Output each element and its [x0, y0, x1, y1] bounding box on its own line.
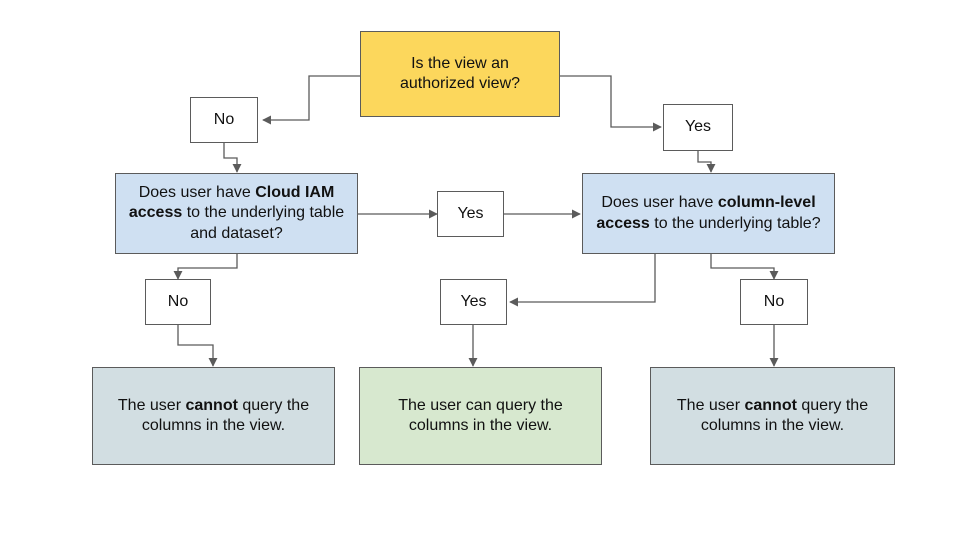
node-yes-authorized-view[interactable]: Yes [663, 104, 733, 151]
node-cloud-iam-access-label: Does user have Cloud IAM access to the u… [128, 183, 345, 242]
node-yes-authorized-view-label: Yes [684, 118, 712, 136]
node-yes-cloud-iam-label: Yes [457, 204, 484, 222]
edge-start-to-yes [560, 75, 662, 132]
node-no-authorized-view[interactable]: No [190, 97, 258, 143]
node-no-column-level[interactable]: No [740, 279, 808, 325]
edge-column-level-to-no [710, 254, 779, 280]
node-result-middle-label: The user can query the columns in the vi… [398, 396, 563, 434]
node-no-cloud-iam[interactable]: No [145, 279, 211, 325]
node-yes-column-level[interactable]: Yes [440, 279, 507, 325]
node-result-left-cannot-query[interactable]: The user cannot query the columns in the… [92, 367, 335, 465]
edge-no-to-cloud-iam [223, 143, 242, 173]
node-column-level-access[interactable]: Does user have column-level access to th… [582, 173, 835, 254]
edge-no-to-result-left [177, 325, 218, 367]
node-no-cloud-iam-label: No [167, 292, 189, 310]
node-cloud-iam-access[interactable]: Does user have Cloud IAM access to the u… [115, 173, 358, 254]
node-yes-column-level-label: Yes [460, 292, 487, 310]
edge-cloud-iam-to-no [173, 254, 238, 280]
node-yes-cloud-iam[interactable]: Yes [437, 191, 504, 237]
edge-yes-to-column-level [697, 151, 716, 173]
node-no-authorized-view-label: No [213, 110, 235, 128]
node-column-level-access-label: Does user have column-level access to th… [596, 194, 821, 232]
node-no-column-level-label: No [763, 292, 785, 310]
edge-start-to-no [262, 75, 360, 125]
node-result-right-cannot-query[interactable]: The user cannot query the columns in the… [650, 367, 895, 465]
node-result-right-label: The user cannot query the columns in the… [676, 396, 869, 434]
node-result-left-label: The user cannot query the columns in the… [117, 396, 310, 434]
node-result-middle-can-query[interactable]: The user can query the columns in the vi… [359, 367, 602, 465]
edge-column-level-to-yes [509, 254, 656, 307]
